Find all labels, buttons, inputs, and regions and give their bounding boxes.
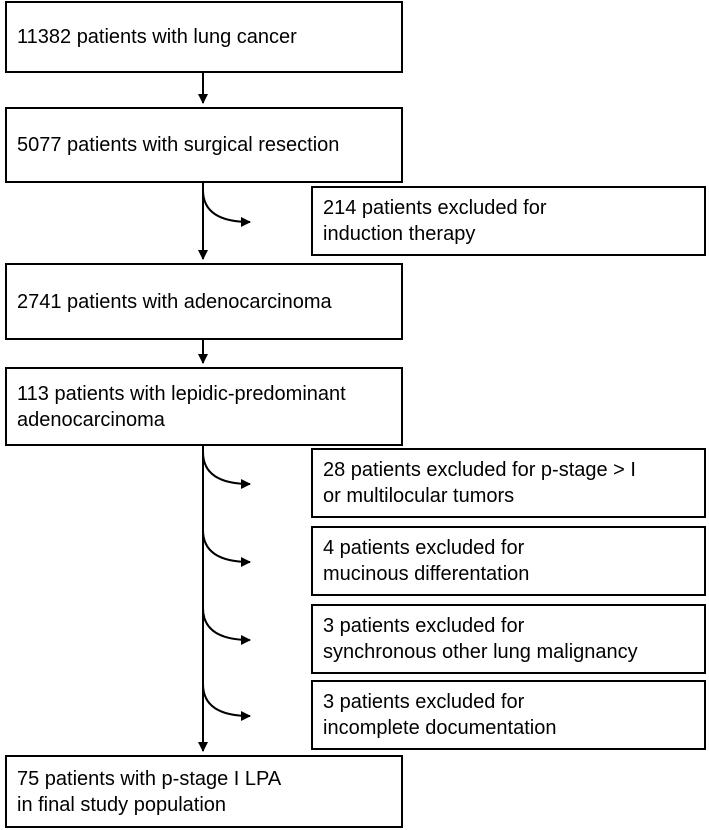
exclusion-box-mucinous: 4 patients excluded for mucinous differe… [311,526,706,596]
flow-box-all-patients-text: 11382 patients with lung cancer [17,26,297,48]
flow-box-surgical-resection: 5077 patients with surgical resection [5,107,403,183]
flow-box-all-patients: 11382 patients with lung cancer [5,1,403,73]
exclusion-arrow-incomplete [202,683,251,721]
exclusion-box-incomplete-text: 3 patients excluded for incomplete docum… [323,691,557,739]
flow-box-lepidic-predominant-text: 113 patients with lepidic-predominant ad… [17,382,346,431]
flow-box-adenocarcinoma-text: 2741 patients with adenocarcinoma [17,290,332,313]
exclusion-arrow-synchronous [202,607,251,645]
flow-box-lepidic-predominant: 113 patients with lepidic-predominant ad… [5,367,403,446]
exclusion-box-p-stage-text: 28 patients excluded for p-stage > I or … [323,459,636,507]
exclusion-box-mucinous-text: 4 patients excluded for mucinous differe… [323,537,530,585]
exclusion-box-synchronous-text: 3 patients excluded for synchronous othe… [323,615,638,663]
exclusion-box-p-stage: 28 patients excluded for p-stage > I or … [311,448,706,518]
flow-box-adenocarcinoma: 2741 patients with adenocarcinoma [5,263,403,340]
exclusion-box-incomplete: 3 patients excluded for incomplete docum… [311,680,706,750]
flow-box-final-population: 75 patients with p-stage I LPA in final … [5,755,403,828]
exclusion-arrow-mucinous [202,529,251,567]
exclusion-box-induction-therapy: 214 patients excluded for induction ther… [311,186,706,256]
exclusion-arrow-induction [202,189,251,227]
exclusion-box-synchronous: 3 patients excluded for synchronous othe… [311,604,706,674]
exclusion-arrow-pstage [202,451,251,489]
flow-box-final-population-text: 75 patients with p-stage I LPA in final … [17,767,282,816]
exclusion-box-induction-therapy-text: 214 patients excluded for induction ther… [323,197,547,245]
flow-box-surgical-resection-text: 5077 patients with surgical resection [17,134,340,156]
